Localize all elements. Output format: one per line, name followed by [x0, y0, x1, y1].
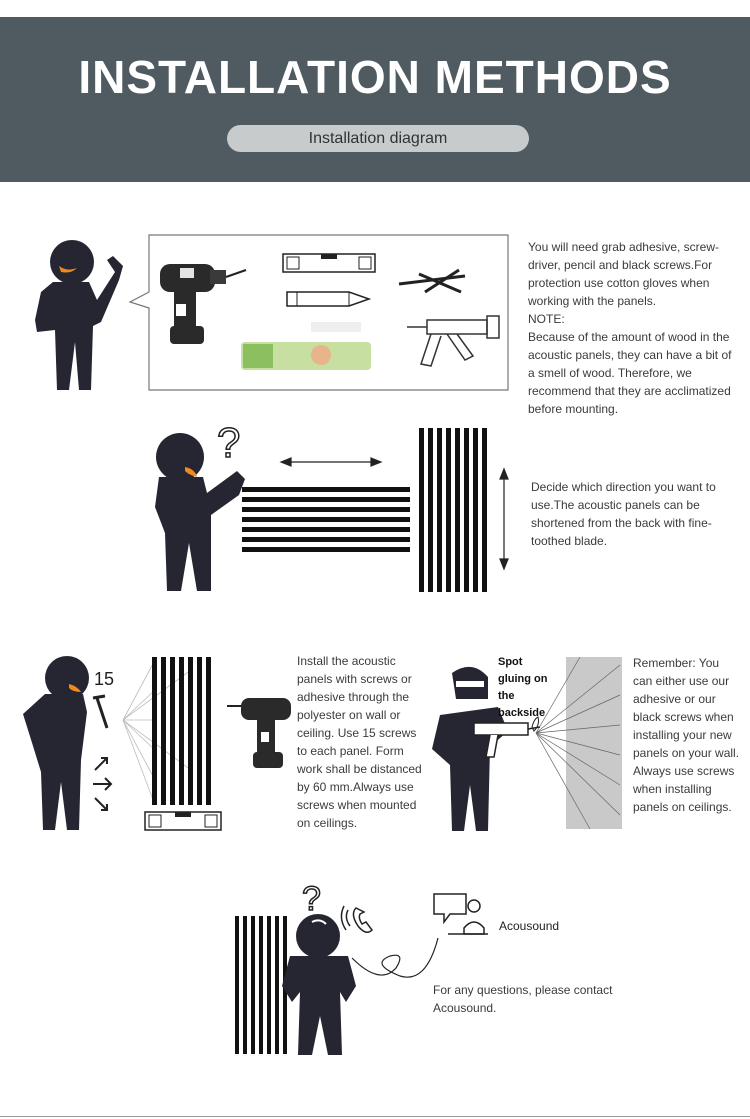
caulking-gun-icon — [407, 315, 500, 367]
screws-icon — [398, 268, 466, 294]
step4-illustration — [432, 656, 622, 831]
step1-text: You will need grab adhesive, screw-drive… — [528, 238, 740, 418]
caulking-gun-icon — [473, 722, 541, 758]
phone-cord — [351, 937, 439, 978]
direction-arrows-icon — [93, 757, 113, 811]
support-agent-icon — [433, 893, 488, 935]
step2-text: Decide which direction you want to use.T… — [531, 480, 716, 548]
vertical-panel — [235, 916, 287, 1054]
person-figure-icon — [282, 914, 356, 1055]
bottom-divider — [0, 1116, 750, 1117]
face-accent — [59, 266, 77, 273]
mask-eyes — [456, 681, 484, 687]
vertical-panel — [152, 657, 211, 805]
person-figure-icon — [155, 433, 245, 591]
person-figure-icon — [432, 666, 508, 831]
question-mark-icon: ? — [302, 880, 321, 918]
screw-icon — [92, 694, 109, 729]
question-mark-icon: ? — [217, 419, 240, 466]
page-title: INSTALLATION METHODS — [78, 51, 672, 103]
vertical-panel — [419, 428, 487, 592]
horizontal-arrow-icon — [279, 457, 383, 467]
step3-illustration: 15 — [23, 656, 291, 831]
person-figure-icon — [35, 240, 123, 390]
screw-count-label: 15 — [94, 669, 114, 689]
spirit-level-icon — [282, 253, 376, 273]
drill-icon — [227, 698, 291, 768]
contact-illustration: ? — [235, 880, 488, 1055]
face-accent — [185, 467, 197, 477]
step1-note-label: NOTE: — [528, 312, 565, 326]
pencil-icon — [286, 291, 372, 307]
contact-brand: Acousound — [499, 919, 560, 933]
spray-lines — [535, 656, 621, 830]
phone-icon — [340, 905, 373, 933]
glue-drop — [531, 716, 539, 732]
drill-icon — [160, 264, 247, 344]
horizontal-panel — [242, 487, 410, 552]
step4-text: Remember: You can either use our adhesiv… — [633, 656, 740, 814]
adhesive-tube-icon — [241, 322, 371, 370]
step1-main-text: You will need grab adhesive, screw-drive… — [528, 240, 719, 308]
header-banner — [0, 17, 750, 182]
step1-note-text: Because of the amount of wood in the aco… — [528, 330, 732, 416]
step3-text: Install the acoustic panels with screws … — [297, 654, 422, 830]
tools-frame — [128, 234, 509, 391]
vertical-arrow-icon — [499, 467, 509, 571]
face-accent — [311, 919, 327, 925]
subtitle-pill: Installation diagram — [227, 125, 529, 152]
contact-text: For any questions, please contact Acouso… — [433, 983, 613, 1015]
step2-illustration: ? — [155, 418, 509, 592]
face-accent — [69, 684, 81, 692]
step1-illustration — [35, 234, 509, 391]
step4-label: Spot gluing on the backside — [498, 656, 548, 719]
spirit-level-icon — [144, 811, 222, 831]
person-figure-icon — [23, 656, 89, 830]
